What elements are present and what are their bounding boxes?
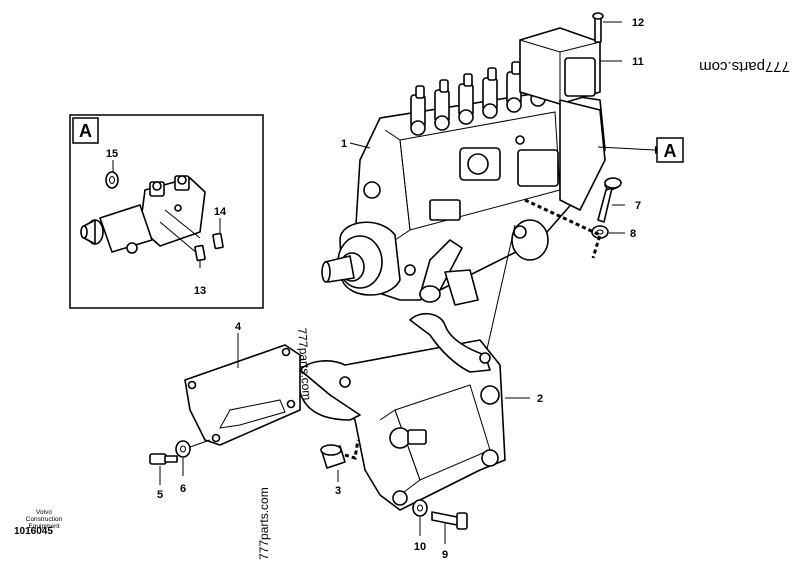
detail-view-label: A bbox=[79, 121, 92, 141]
watermark-bottom: 777parts.com bbox=[257, 487, 271, 560]
caption-line-2: Equipment bbox=[28, 523, 60, 530]
detail-view-a: A 15 14 13 bbox=[69, 114, 264, 309]
callout-8: 8 bbox=[630, 228, 636, 240]
callout-15: 15 bbox=[106, 148, 118, 160]
document-number: 1016045 bbox=[14, 526, 53, 537]
callout-14: 14 bbox=[214, 206, 227, 218]
plate-4 bbox=[184, 344, 301, 446]
detail-valve-assembly bbox=[80, 171, 224, 262]
washer-8 bbox=[591, 225, 609, 239]
callout-12: 12 bbox=[632, 17, 644, 29]
callout-1: 1 bbox=[341, 138, 347, 150]
callout-6: 6 bbox=[180, 483, 186, 495]
washer-6 bbox=[175, 440, 191, 458]
callout-5: 5 bbox=[157, 489, 163, 501]
callout-10: 10 bbox=[414, 541, 426, 553]
screw-5 bbox=[149, 453, 178, 465]
callout-7: 7 bbox=[635, 200, 641, 212]
sleeve-3 bbox=[320, 444, 346, 469]
callout-13: 13 bbox=[194, 285, 206, 297]
callout-3: 3 bbox=[335, 485, 341, 497]
bolt-9 bbox=[431, 511, 468, 530]
callout-2: 2 bbox=[537, 393, 543, 405]
callout-11: 11 bbox=[632, 56, 644, 68]
bolt-7 bbox=[597, 177, 622, 223]
washer-10 bbox=[412, 499, 428, 517]
view-marker-a: A bbox=[664, 141, 677, 161]
mounting-bracket bbox=[298, 312, 506, 511]
caption-line-1: Volvo Construction bbox=[25, 509, 63, 523]
watermark-top-right: 777parts.com bbox=[699, 58, 790, 75]
callout-4: 4 bbox=[235, 321, 242, 333]
callout-9: 9 bbox=[442, 549, 448, 561]
watermark-center: 777parts.com bbox=[295, 327, 314, 401]
figure-caption: Volvo Construction Equipment bbox=[18, 509, 70, 530]
injection-pump bbox=[321, 12, 606, 306]
